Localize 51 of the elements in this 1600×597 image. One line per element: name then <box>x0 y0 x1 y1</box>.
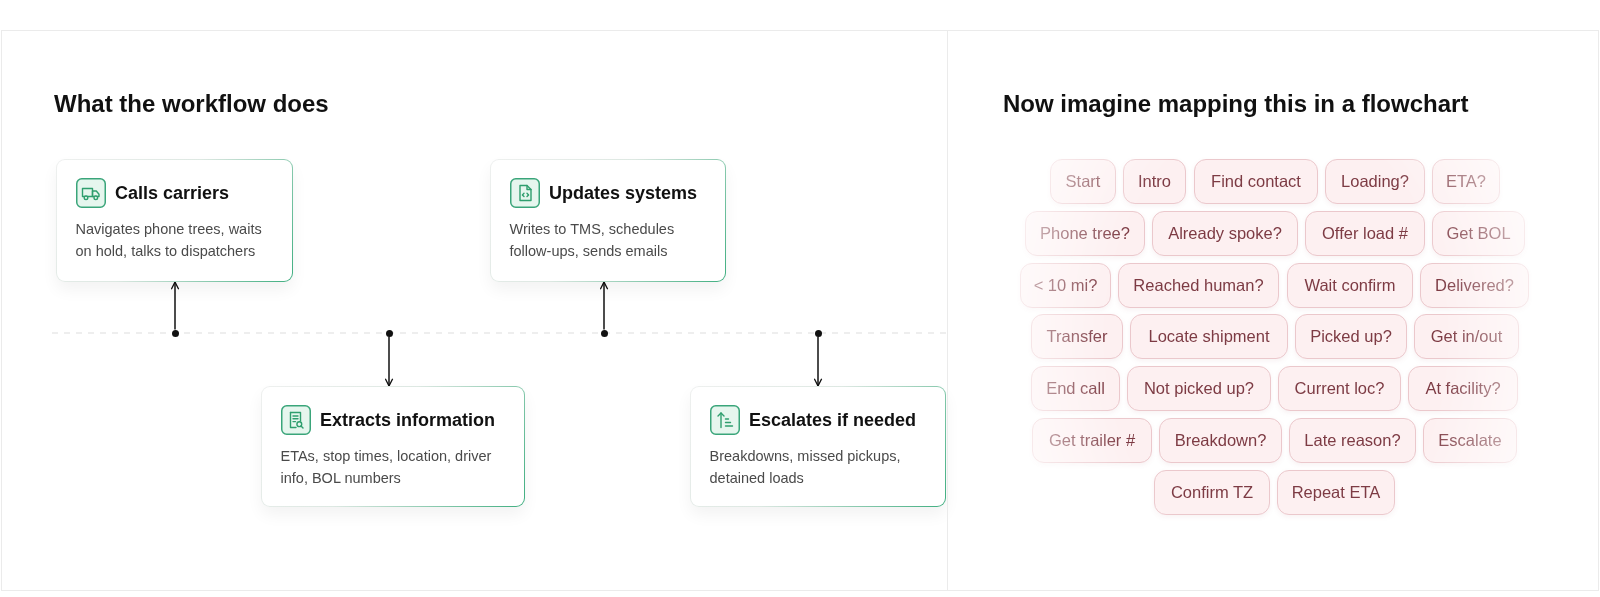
feature-card <box>690 386 946 507</box>
flowchart-step: Not picked up? <box>1127 366 1271 411</box>
flowchart-step: Delivered? <box>1420 263 1529 308</box>
timeline-dot <box>385 329 393 337</box>
flowchart-step: ETA? <box>1432 159 1500 204</box>
content-panel <box>947 30 1599 591</box>
flowchart-step: Offer load # <box>1305 211 1425 256</box>
card-description: Breakdowns, missed pickups, detained loads <box>709 446 902 488</box>
flowchart-step: Picked up? <box>1295 314 1407 359</box>
flowchart-step: Get trailer # <box>1032 418 1152 463</box>
flowchart-step: Get in/out <box>1414 314 1519 359</box>
flowchart-step: At facility? <box>1408 366 1518 411</box>
flowchart-step: End call <box>1031 366 1120 411</box>
flowchart-step: Wait confirm <box>1287 263 1413 308</box>
flowchart-step: Current loc? <box>1278 366 1401 411</box>
feature-card <box>261 386 525 507</box>
timeline-dot <box>600 329 608 337</box>
feature-card <box>56 159 293 282</box>
card-title: Updates systems <box>549 181 698 205</box>
card-description: Writes to TMS, schedules follow-ups, sends emails <box>509 219 676 261</box>
timeline-dot <box>814 329 822 337</box>
card-title: Calls carriers <box>115 181 230 205</box>
flowchart-step: Breakdown? <box>1159 418 1282 463</box>
flowchart-step: Intro <box>1123 159 1186 204</box>
arrow <box>813 335 823 387</box>
arrow <box>170 281 180 331</box>
timeline-dot <box>171 329 179 337</box>
arrow <box>384 335 394 387</box>
flowchart-step: Escalate <box>1423 418 1517 463</box>
feature-card <box>490 159 726 282</box>
card-title: Extracts information <box>320 408 496 432</box>
flowchart-step: Repeat ETA <box>1277 470 1395 515</box>
flowchart-step: < 10 mi? <box>1020 263 1111 308</box>
flowchart-step: Loading? <box>1325 159 1425 204</box>
panel-heading: Now imagine mapping this in a flowchart <box>1003 89 1469 119</box>
panel-heading: What the workflow does <box>54 89 329 119</box>
card-title: Escalates if needed <box>749 408 917 432</box>
flowchart-step: Confirm TZ <box>1154 470 1270 515</box>
flowchart-step: Locate shipment <box>1130 314 1288 359</box>
card-description: Navigates phone trees, waits on hold, talks to dispatchers <box>75 219 263 261</box>
arrow <box>599 281 609 331</box>
flowchart-step: Start <box>1050 159 1116 204</box>
flowchart-step: Get BOL <box>1432 211 1525 256</box>
flowchart-step: Transfer <box>1031 314 1123 359</box>
flowchart-step: Phone tree? <box>1025 211 1145 256</box>
flowchart-step: Reached human? <box>1118 263 1279 308</box>
card-description: ETAs, stop times, location, driver info, BOL numbers <box>280 446 493 488</box>
content-panel <box>1 30 948 591</box>
flowchart-step: Already spoke? <box>1152 211 1298 256</box>
flowchart-step: Find contact <box>1194 159 1318 204</box>
flowchart-step: Late reason? <box>1289 418 1416 463</box>
